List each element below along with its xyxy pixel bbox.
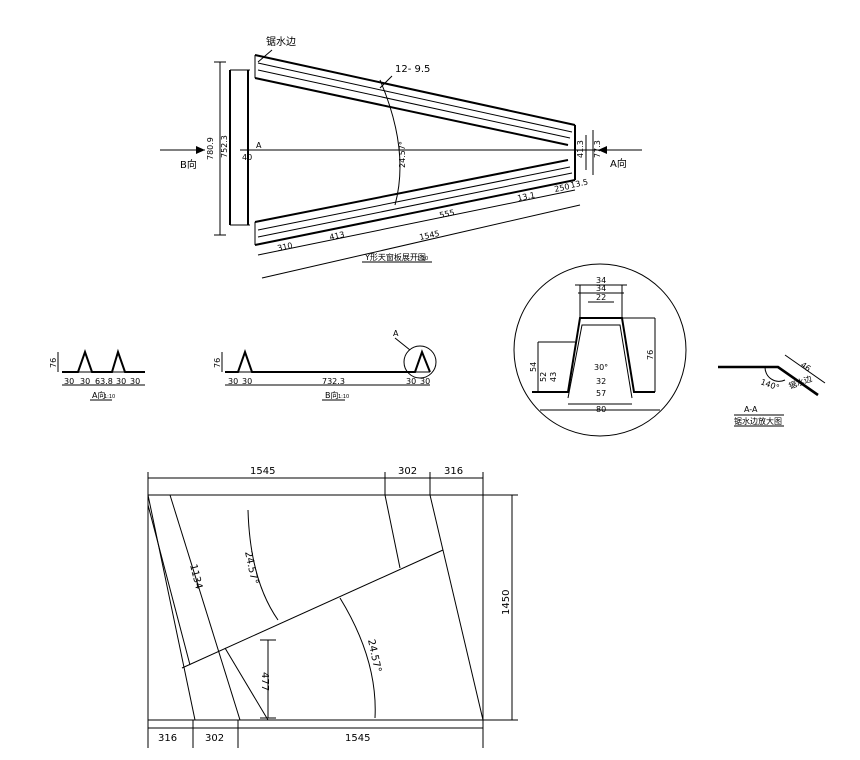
view-a-caption: A向 <box>92 390 105 400</box>
sheet-bottom-dim-2: 302 <box>205 733 224 744</box>
sheet-cut-4 <box>429 494 484 721</box>
plan-dim-small: 40 <box>242 153 252 162</box>
view-b-detail-circle <box>403 345 437 379</box>
detail-left-h2: 52 <box>539 372 548 382</box>
sheet-cut-1 <box>147 494 196 721</box>
plan-caption: Y形天窗板展开图 <box>364 252 426 262</box>
plan-edge-label: 锯水边 <box>266 36 296 48</box>
detail-circle <box>513 263 687 437</box>
plan-seg3: 555 <box>439 208 456 220</box>
detail-profile-inner <box>567 324 633 399</box>
plan-dim-outer: 780.9 <box>206 137 215 160</box>
sheet-rect <box>147 494 484 721</box>
sheet-bottom-dim-3: 1545 <box>345 733 370 744</box>
sheet-angle-1: 24.57° <box>242 550 260 585</box>
svg-text:1:10: 1:10 <box>104 394 115 400</box>
view-a: 76 30 30 63.8 30 30 A向 1:10 <box>49 348 145 401</box>
view-b-profile <box>225 348 431 373</box>
view-a-dim-3: 63.8 <box>95 377 113 386</box>
view-b-dim-5: 30 <box>420 377 430 386</box>
detail-top2: 34 <box>596 284 606 293</box>
sheet-bottom-dim-1: 316 <box>158 733 177 744</box>
detail-mid2: 57 <box>596 389 606 398</box>
view-a-dim-2: 30 <box>80 377 90 386</box>
sheet-layout: 1545 302 316 316 302 1545 1450 1134 24.5… <box>147 466 518 748</box>
plan-seg1: 310 <box>277 241 294 253</box>
b-direction-label: B向 <box>180 158 197 171</box>
plan-seg6: 13.5 <box>570 177 589 190</box>
view-b: 76 30 30 732.3 30 30 A B向 1:10 <box>213 329 437 401</box>
sheet-arc-2 <box>339 597 376 719</box>
plan-total: 1545 <box>419 229 441 242</box>
plan-dim-right-b: 77.3 <box>593 140 602 158</box>
sheet-top-dim-2: 302 <box>398 466 417 477</box>
view-b-dim-1: 30 <box>228 377 238 386</box>
edge-detail-caption2: 锯水边放大图 <box>734 416 782 426</box>
detail-top1: 34 <box>596 276 606 285</box>
detail-mid1: 32 <box>596 377 606 386</box>
plan-seg5: 250 <box>554 182 571 194</box>
view-a-dim-4: 30 <box>116 377 126 386</box>
sheet-angle-2: 24.57° <box>365 638 383 673</box>
view-b-caption: B向 <box>325 390 339 400</box>
plan-a-mark: A <box>256 141 262 150</box>
view-b-height: 76 <box>213 358 222 368</box>
sheet-top-dim-1: 1545 <box>250 466 275 477</box>
view-a-height: 76 <box>49 358 58 368</box>
view-a-dim-1: 30 <box>64 377 74 386</box>
plan-dim-total <box>261 204 581 279</box>
plan-dim-chain <box>257 189 576 256</box>
sheet-diagonal <box>181 549 444 669</box>
svg-text:1:10: 1:10 <box>338 394 349 400</box>
detail-top3: 22 <box>596 293 606 302</box>
sheet-inner-dim: 477 <box>259 672 270 691</box>
edge-detail-profile <box>718 365 819 397</box>
detail-left-h1: 54 <box>529 362 538 372</box>
edge-detail-caption1: A-A <box>744 405 758 414</box>
detail-left-h3: 43 <box>549 372 558 382</box>
view-b-dim-3: 732.3 <box>322 377 345 386</box>
plan-caption-scale: 1:10 <box>417 256 428 262</box>
view-a-dim-5: 30 <box>130 377 140 386</box>
edge-detail-dim: 46 <box>799 360 813 373</box>
view-b-dim-2: 30 <box>242 377 252 386</box>
sheet-right-dim: 1450 <box>501 590 512 615</box>
detail-view: 34 34 22 76 54 52 43 30° 32 57 80 <box>513 263 687 437</box>
sheet-arc-1 <box>247 509 279 621</box>
view-a-profile <box>62 348 145 373</box>
a-direction-label: A向 <box>610 157 627 170</box>
detail-angle: 30° <box>594 363 608 372</box>
plan-seg2: 413 <box>329 230 346 242</box>
edge-detail-angle: 140° <box>759 377 780 392</box>
plan-dim-inner: 752.3 <box>220 135 229 158</box>
plan-seg4: 13.1 <box>517 190 536 203</box>
plan-angle-arc <box>379 79 401 206</box>
detail-profile-outer <box>532 317 655 393</box>
sheet-left-dim: 1134 <box>187 563 204 590</box>
edge-detail: 46 140° 锯水边 A-A 锯水边放大图 <box>718 354 826 427</box>
plan-dim-right-a: 41.3 <box>576 140 585 158</box>
sheet-top-dim-3: 316 <box>444 466 463 477</box>
view-b-dim-4: 30 <box>406 377 416 386</box>
plan-angle-label: 24.57° <box>398 141 407 168</box>
plan-view: B向 A向 24.57° 780.9 752.3 40 A 41.3 77.3 … <box>160 36 642 279</box>
detail-bottom: 80 <box>596 405 606 414</box>
detail-right-height: 76 <box>646 350 655 360</box>
plan-gauge-label: 12- 9.5 <box>395 64 430 75</box>
sheet-cut-2 <box>169 494 241 721</box>
view-b-detail-mark: A <box>393 329 399 338</box>
sheet-cut-3 <box>384 494 401 569</box>
